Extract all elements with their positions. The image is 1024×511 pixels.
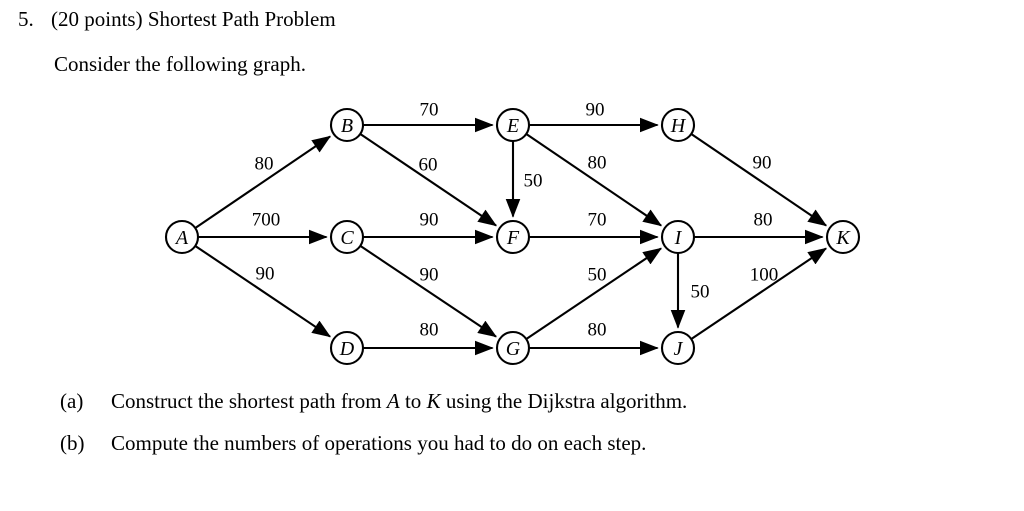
node-circle-a bbox=[164, 219, 200, 255]
graph-edge-j-k bbox=[691, 247, 828, 340]
question-number: 5. bbox=[18, 7, 34, 31]
graph-edge-a-d bbox=[195, 245, 332, 338]
graph-node-d: D bbox=[329, 330, 365, 366]
node-circle-c bbox=[329, 219, 365, 255]
edge-weight-i-j: 50 bbox=[691, 282, 710, 303]
graph-node-g: G bbox=[495, 330, 531, 366]
edge-weight-a-d: 90 bbox=[256, 264, 275, 285]
node-circle-i bbox=[660, 219, 696, 255]
edge-weight-g-i: 50 bbox=[588, 265, 607, 286]
question-subtitle: Consider the following graph. bbox=[54, 52, 306, 76]
part-a-label: (a) bbox=[60, 389, 84, 413]
graph-edge-c-g bbox=[360, 245, 498, 338]
graph-edge-b-f bbox=[360, 133, 498, 227]
node-circle-g bbox=[495, 330, 531, 366]
graph-edge-h-k bbox=[691, 133, 828, 227]
node-circle-k bbox=[825, 219, 861, 255]
edge-weight-c-g: 90 bbox=[420, 265, 439, 286]
graph-nodes: A B C D E F G H I J K bbox=[164, 107, 861, 366]
node-label-h: H bbox=[670, 115, 687, 137]
edge-weight-e-i: 80 bbox=[588, 153, 607, 174]
node-label-d: D bbox=[339, 338, 355, 360]
edge-weight-c-f: 90 bbox=[420, 210, 439, 231]
graph-edge-g-i bbox=[526, 247, 663, 340]
edge-weight-e-h: 90 bbox=[586, 100, 605, 121]
node-circle-j bbox=[660, 330, 696, 366]
edge-weight-b-e: 70 bbox=[420, 100, 439, 121]
node-label-f: F bbox=[506, 227, 520, 249]
edge-weight-b-f: 60 bbox=[419, 155, 438, 176]
inline-variable: K bbox=[426, 389, 441, 413]
node-label-a: A bbox=[174, 227, 189, 249]
node-circle-d bbox=[329, 330, 365, 366]
graph-node-c: C bbox=[329, 219, 365, 255]
node-label-e: E bbox=[506, 115, 519, 137]
part-a-text: Construct the shortest path from A to K … bbox=[111, 389, 688, 413]
graph-edges bbox=[195, 117, 828, 356]
edge-weight-i-k: 80 bbox=[754, 210, 773, 231]
edge-weight-g-j: 80 bbox=[588, 320, 607, 341]
graph-node-h: H bbox=[660, 107, 696, 143]
node-label-j: J bbox=[674, 338, 684, 360]
node-circle-b bbox=[329, 107, 365, 143]
graph-node-a: A bbox=[164, 219, 200, 255]
edge-weight-j-k: 100 bbox=[750, 265, 779, 286]
node-circle-f bbox=[495, 219, 531, 255]
node-label-c: C bbox=[340, 227, 354, 249]
graph-node-b: B bbox=[329, 107, 365, 143]
node-label-i: I bbox=[674, 227, 683, 249]
page-title: (20 points) Shortest Path Problem bbox=[51, 7, 336, 31]
node-circle-e bbox=[495, 107, 531, 143]
part-b-label: (b) bbox=[60, 431, 85, 455]
graph-node-f: F bbox=[495, 219, 531, 255]
edge-weight-e-f: 50 bbox=[524, 171, 543, 192]
graph-node-k: K bbox=[825, 219, 861, 255]
node-circle-h bbox=[660, 107, 696, 143]
graph-node-j: J bbox=[660, 330, 696, 366]
part-b-text: Compute the numbers of operations you ha… bbox=[111, 431, 647, 455]
graph-edge-e-i bbox=[526, 133, 663, 227]
edge-weight-a-c: 700 bbox=[252, 210, 281, 231]
inline-variable: A bbox=[386, 389, 400, 413]
graph-edge-weights: 80 700 90 70 60 90 90 80 90 50 80 70 50 80 90 80 50 100 bbox=[252, 100, 779, 341]
node-label-g: G bbox=[506, 338, 521, 360]
graph-node-e: E bbox=[495, 107, 531, 143]
node-label-k: K bbox=[835, 227, 851, 249]
graph-edge-a-b bbox=[195, 135, 332, 229]
edge-weight-a-b: 80 bbox=[255, 154, 274, 175]
graph-node-i: I bbox=[660, 219, 696, 255]
edge-weight-h-k: 90 bbox=[753, 153, 772, 174]
edge-weight-f-i: 70 bbox=[588, 210, 607, 231]
node-label-b: B bbox=[341, 115, 353, 137]
edge-weight-d-g: 80 bbox=[420, 320, 439, 341]
